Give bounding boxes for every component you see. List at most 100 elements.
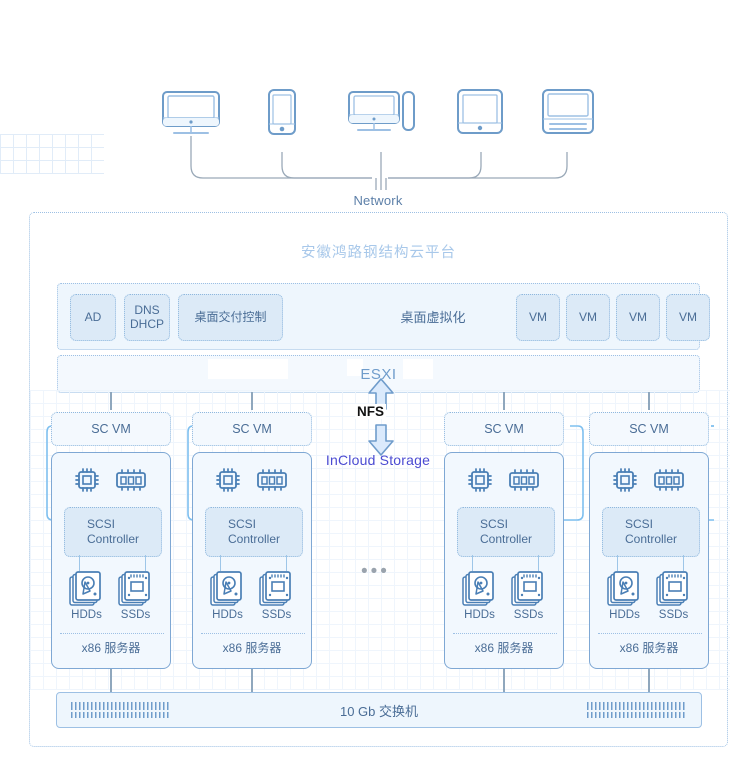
phone-icon — [267, 88, 297, 138]
service-desktop-delivery-label: 桌面交付控制 — [194, 309, 267, 324]
service-ad-label: AD — [84, 309, 102, 324]
erased-region-right — [403, 359, 433, 379]
vm-box-4[interactable]: VM — [666, 294, 710, 341]
service-ad[interactable]: AD — [70, 294, 116, 341]
disk-group-3: HDDs — [445, 571, 563, 621]
vm-box-1[interactable]: VM — [516, 294, 560, 341]
ssd-label-3: SSDs — [513, 609, 544, 621]
network-connector-lines — [190, 136, 568, 190]
nfs-protocol-label: NFS — [355, 404, 386, 419]
ssd-stack-2: SSDs — [258, 571, 295, 621]
x86-server-4: SCSI Controller HDDs — [589, 452, 709, 669]
scsi-controller-4[interactable]: SCSI Controller — [602, 507, 700, 557]
erased-region-mid — [347, 359, 363, 376]
scsi-ssd-wire-4 — [683, 555, 685, 571]
esxi-label: ESXI — [360, 365, 397, 383]
scsi-controller-1[interactable]: SCSI Controller — [64, 507, 162, 557]
esxi-node-tick-4 — [648, 392, 650, 410]
page-title: 安徽鸿路钢结构云平台 — [301, 245, 456, 261]
memory-icon — [257, 469, 287, 491]
service-dns-dhcp[interactable]: DNS DHCP — [124, 294, 170, 341]
hdd-icon — [461, 571, 494, 606]
cpu-icon — [468, 468, 492, 492]
background-grid-artifact — [0, 134, 104, 174]
hardware-icons-4 — [590, 467, 708, 493]
ssd-stack-1: SSDs — [117, 571, 154, 621]
esxi-node-tick-1 — [110, 392, 112, 410]
scsi-hdd-wire-1 — [79, 555, 81, 571]
ssd-stack-3: SSDs — [510, 571, 547, 621]
ssd-label-1: SSDs — [120, 609, 151, 621]
vm-box-2[interactable]: VM — [566, 294, 610, 341]
sc-vm-2[interactable]: SC VM — [192, 412, 312, 446]
tablet-icon — [456, 88, 504, 136]
switch-label: 10 Gb 交换机 — [339, 703, 419, 719]
sc-vm-1-label: SC VM — [91, 422, 131, 436]
sc-vm-4[interactable]: SC VM — [589, 412, 709, 446]
ssd-icon — [655, 571, 688, 606]
esxi-node-tick-2 — [251, 392, 253, 410]
scsi-hdd-wire-2 — [220, 555, 222, 571]
ssd-label-2: SSDs — [261, 609, 292, 621]
scsi-ssd-wire-2 — [286, 555, 288, 571]
desktop-virtualization-band: AD DNS DHCP 桌面交付控制 桌面虚拟化 VM VM VM VM — [57, 283, 710, 350]
storage-cluster-brackets — [46, 425, 714, 521]
vm-box-2-label: VM — [579, 309, 597, 324]
cpu-icon — [75, 468, 99, 492]
scsi-hdd-wire-3 — [472, 555, 474, 571]
hdd-icon — [606, 571, 639, 606]
ssd-icon — [258, 571, 291, 606]
desktop-tower-icon — [348, 90, 416, 138]
sc-vm-3[interactable]: SC VM — [444, 412, 564, 446]
hdd-label-1: HDDs — [71, 609, 102, 621]
switch-ports-left-icon — [71, 702, 171, 718]
sc-vm-1[interactable]: SC VM — [51, 412, 171, 446]
service-desktop-delivery[interactable]: 桌面交付控制 — [178, 294, 283, 341]
hdd-label-3: HDDs — [464, 609, 495, 621]
server-ellipsis: ••• — [361, 561, 390, 582]
server-name-2: x86 服务器 — [222, 641, 282, 655]
client-device-row — [0, 86, 756, 148]
cpu-icon — [216, 468, 240, 492]
hdd-icon — [68, 571, 101, 606]
switch-tick-1 — [110, 669, 112, 692]
server-name-3: x86 服务器 — [474, 641, 534, 655]
desktop-virtualization-label: 桌面虚拟化 — [400, 310, 466, 325]
hardware-icons-3 — [445, 467, 563, 493]
memory-icon — [654, 469, 684, 491]
server-divider-1 — [60, 633, 164, 634]
switch-ports-right-icon — [587, 702, 687, 718]
scsi-controller-3-label: SCSI Controller — [479, 517, 533, 546]
incloud-storage-label: InCloud Storage — [325, 452, 431, 468]
memory-icon — [509, 469, 539, 491]
ssd-icon — [510, 571, 543, 606]
hdd-stack-3: HDDs — [461, 571, 498, 621]
hdd-stack-4: HDDs — [606, 571, 643, 621]
scsi-controller-4-label: SCSI Controller — [624, 517, 678, 546]
sc-vm-4-label: SC VM — [629, 422, 669, 436]
x86-server-3: SCSI Controller HDDs — [444, 452, 564, 669]
hdd-icon — [209, 571, 242, 606]
network-label: Network — [353, 193, 403, 208]
server-node-2: SC VM — [192, 412, 312, 669]
service-dns-dhcp-label: DNS DHCP — [129, 302, 164, 331]
scsi-controller-2-label: SCSI Controller — [227, 517, 281, 546]
server-node-4: SC VM — [589, 412, 709, 669]
vm-box-3[interactable]: VM — [616, 294, 660, 341]
x86-server-2: SCSI Controller HDDs — [192, 452, 312, 669]
laptop-icon — [541, 88, 595, 136]
scsi-controller-3[interactable]: SCSI Controller — [457, 507, 555, 557]
sc-vm-2-label: SC VM — [232, 422, 272, 436]
server-node-3: SC VM — [444, 412, 564, 669]
vm-box-3-label: VM — [629, 309, 647, 324]
network-switch: 10 Gb 交换机 — [56, 692, 702, 728]
monitor-icon — [160, 90, 222, 138]
scsi-controller-2[interactable]: SCSI Controller — [205, 507, 303, 557]
server-divider-4 — [598, 633, 702, 634]
ssd-icon — [117, 571, 150, 606]
hdd-label-4: HDDs — [609, 609, 640, 621]
scsi-controller-1-label: SCSI Controller — [86, 517, 140, 546]
ssd-stack-4: SSDs — [655, 571, 692, 621]
server-name-4: x86 服务器 — [619, 641, 679, 655]
